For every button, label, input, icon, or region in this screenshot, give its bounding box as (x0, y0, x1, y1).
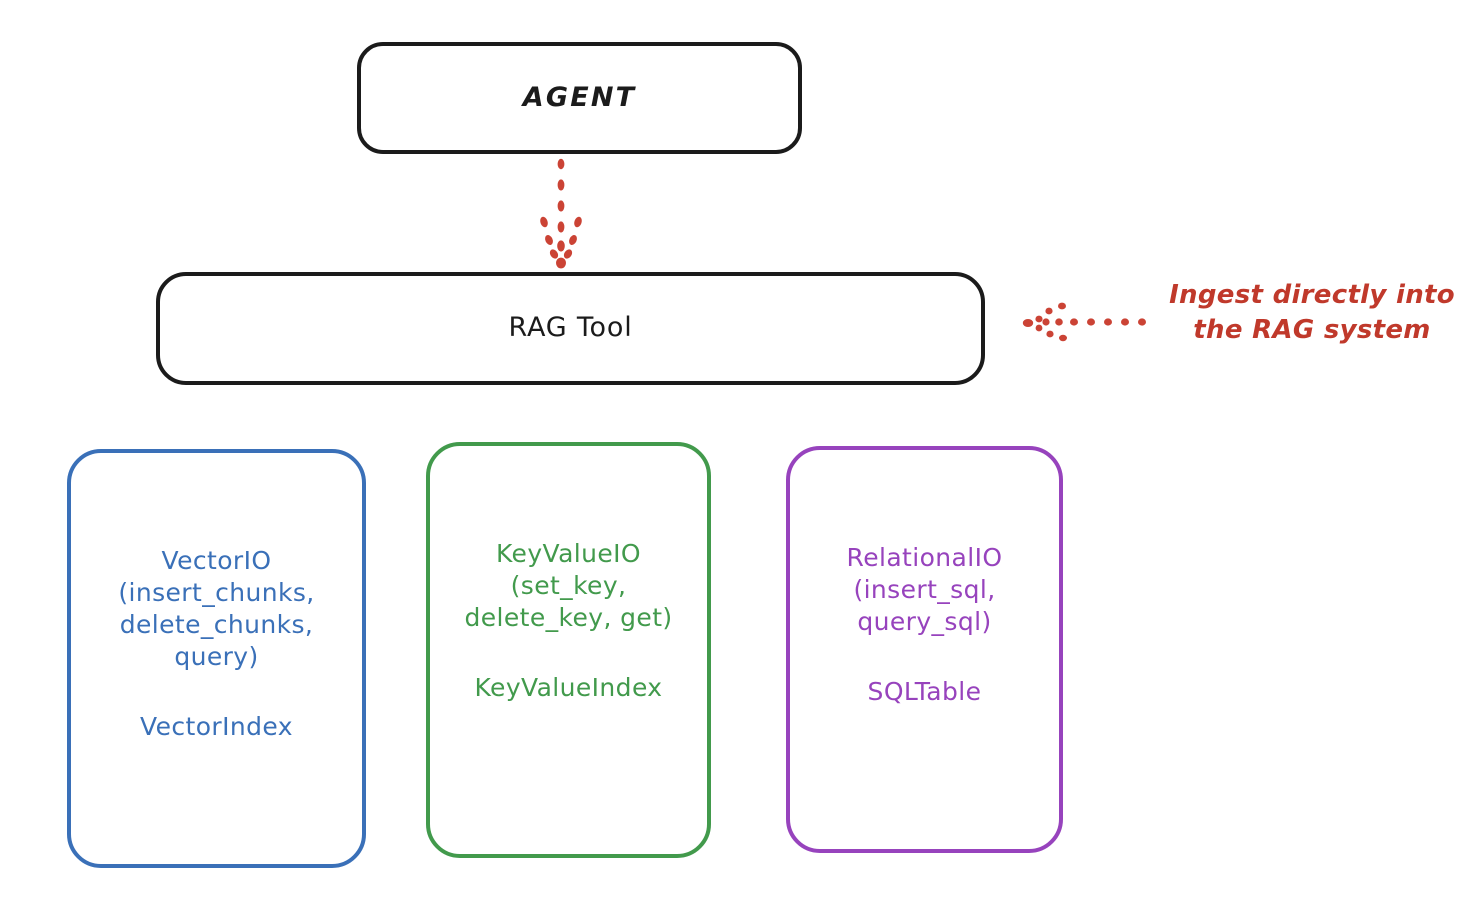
node-rag-tool[interactable]: RAG Tool (156, 272, 985, 385)
node-rag-tool-label: RAG Tool (508, 312, 633, 344)
ingest-arrow-icon (1022, 302, 1146, 342)
node-vector-io-label: VectorIO (insert_chunks, delete_chunks, … (118, 546, 315, 671)
node-relational-io[interactable]: RelationalIO (insert_sql, query_sql) SQL… (786, 446, 1063, 853)
node-relational-io-label: RelationalIO (insert_sql, query_sql) (846, 543, 1003, 636)
ingest-annotation-text: Ingest directly into the RAG system (1169, 280, 1455, 346)
node-vector-io-sublabel: VectorIndex (140, 712, 293, 741)
node-agent[interactable]: AGENT (357, 42, 802, 154)
node-relational-io-sublabel: SQLTable (867, 677, 982, 706)
node-agent-label: AGENT (522, 81, 637, 113)
node-key-value-io[interactable]: KeyValueIO (set_key, delete_key, get) Ke… (426, 442, 711, 858)
node-key-value-io-label: KeyValueIO (set_key, delete_key, get) (464, 539, 673, 632)
node-vector-io[interactable]: VectorIO (insert_chunks, delete_chunks, … (67, 449, 366, 868)
edge-agent-to-rag-tool (540, 158, 582, 269)
node-key-value-io-sublabel: KeyValueIndex (474, 673, 663, 702)
